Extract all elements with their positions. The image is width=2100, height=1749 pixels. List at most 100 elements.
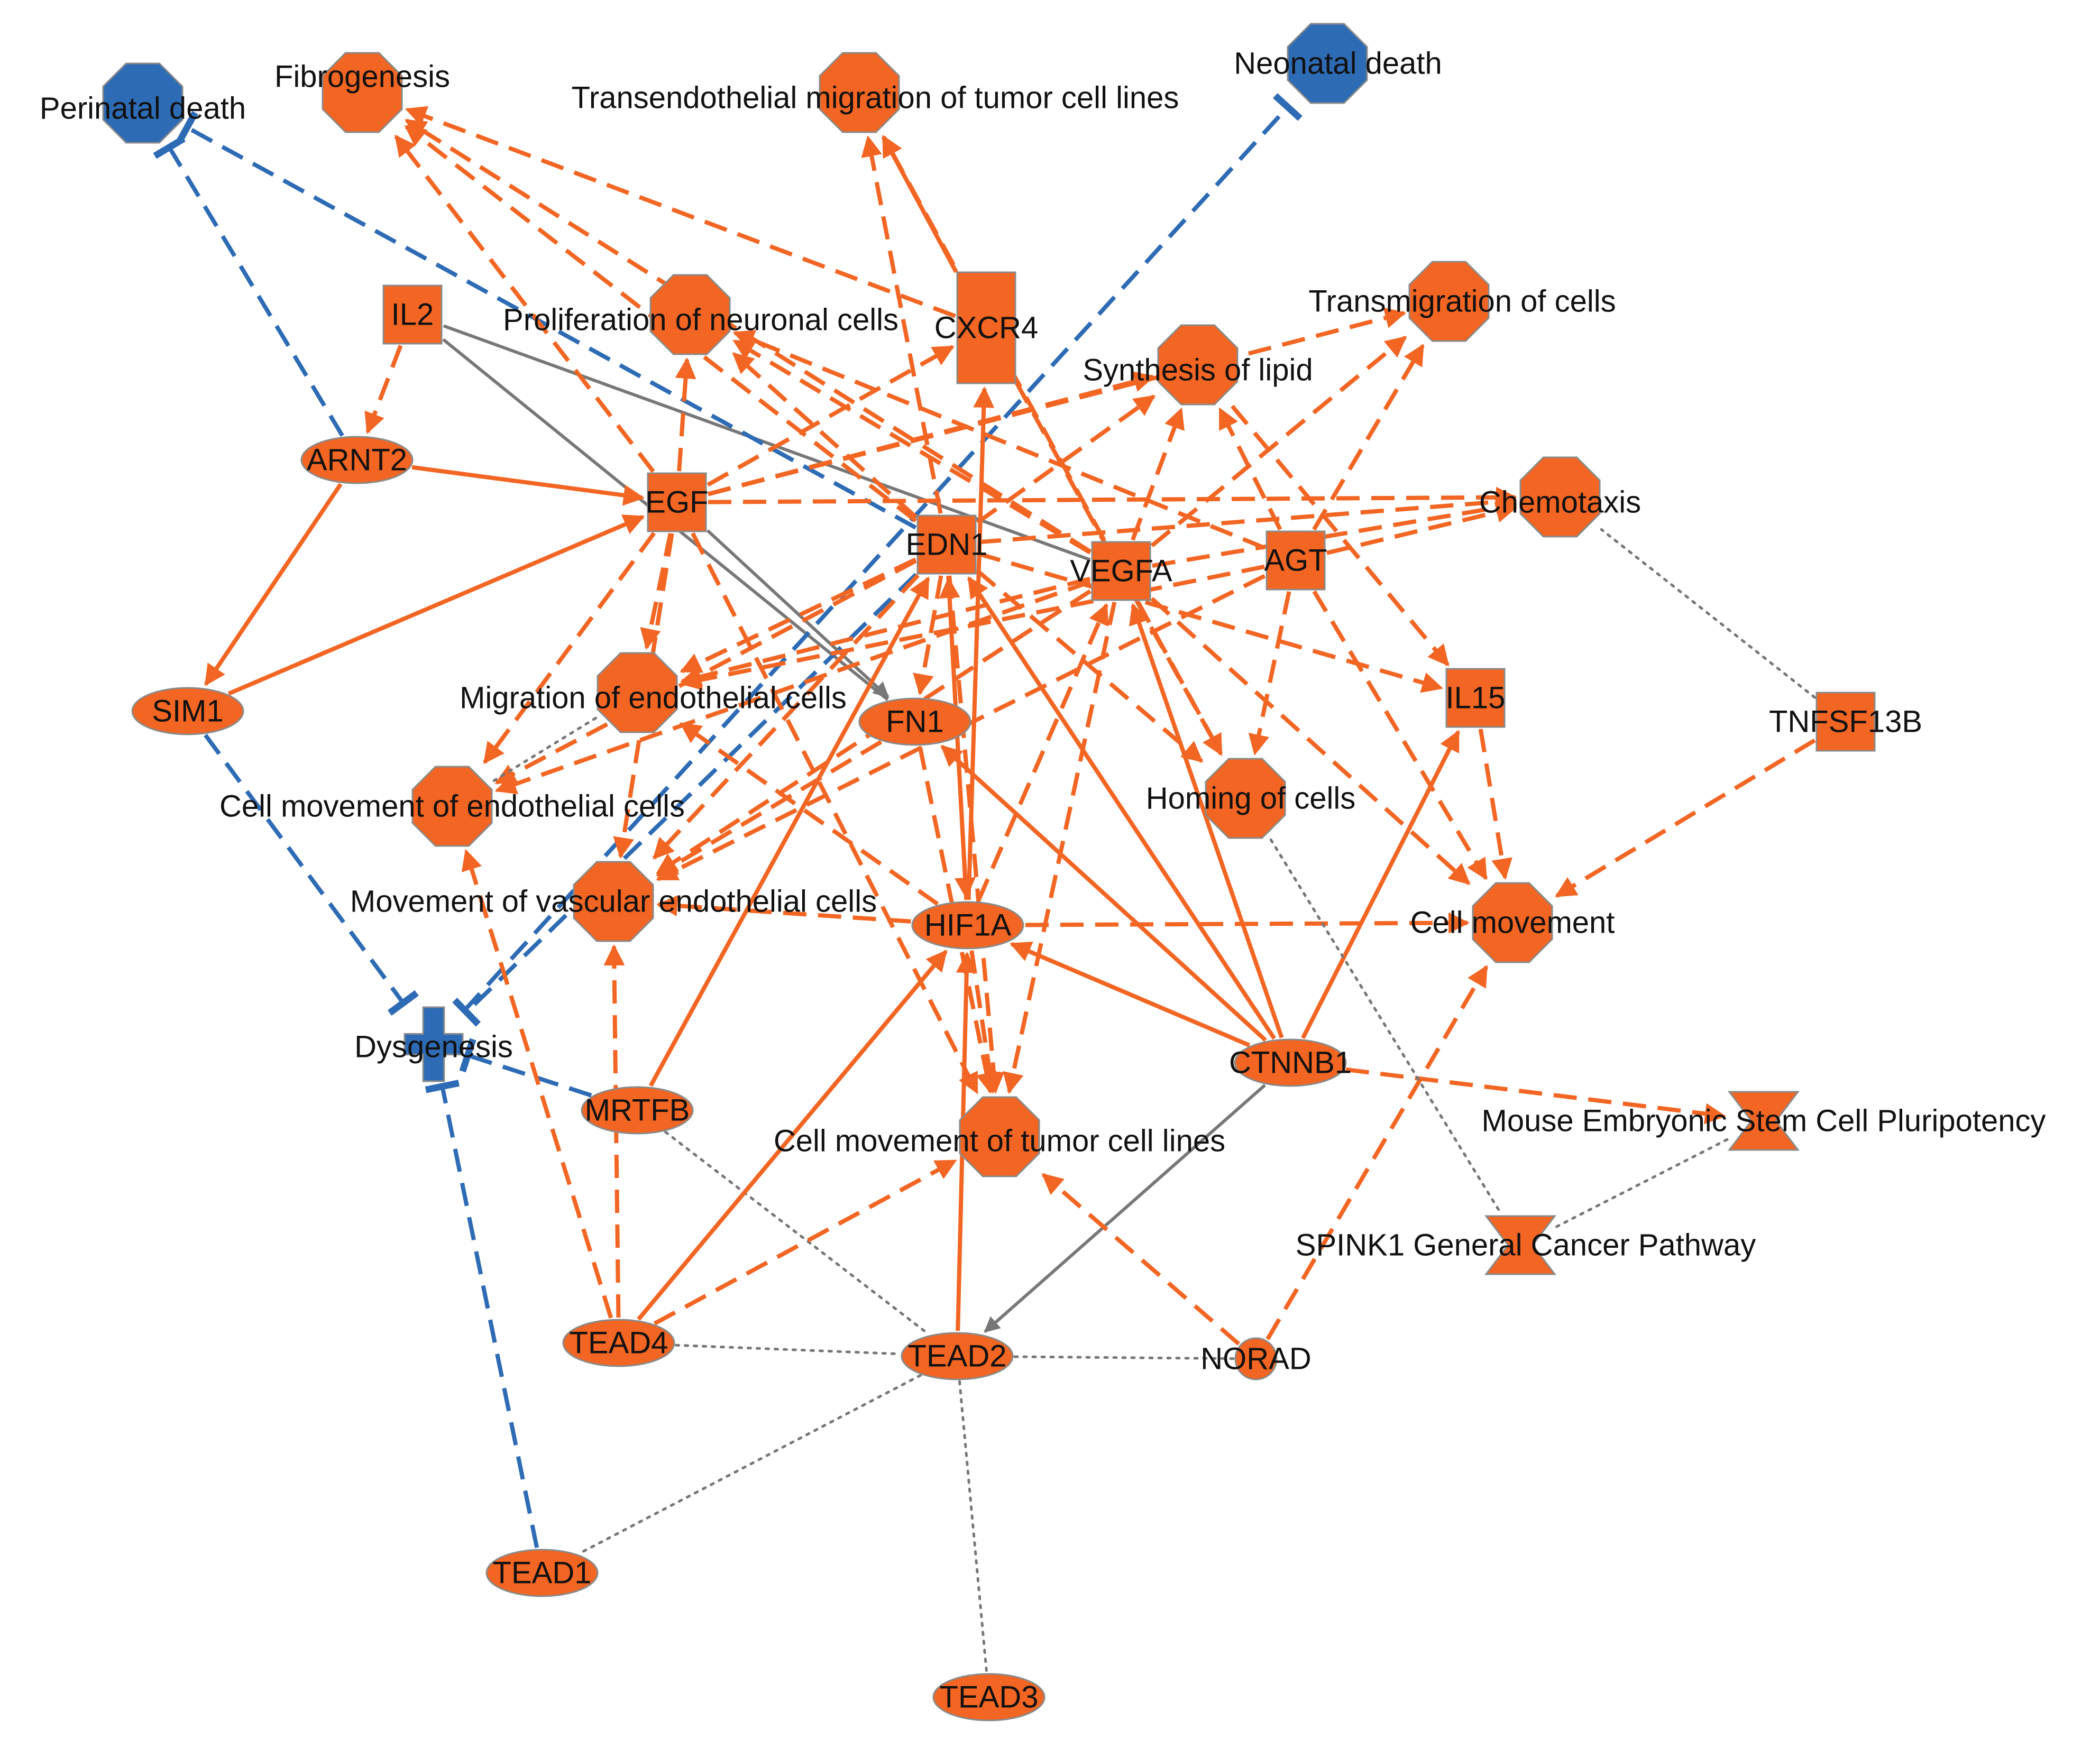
node-synth[interactable]: Synthesis of lipid	[1083, 324, 1313, 406]
node-shape-ellipse	[932, 1673, 1046, 1722]
edge-edn1-to-migendo	[680, 557, 917, 674]
node-dysgen[interactable]: Dysgenesis	[354, 1006, 513, 1082]
node-shape-cross	[404, 1006, 464, 1082]
node-cellmovtumor[interactable]: Cell movement of tumor cell lines	[774, 1096, 1225, 1177]
node-label-vegfa: VEGFA	[1070, 554, 1172, 588]
node-shape-square	[916, 514, 977, 575]
edge-cxcr4-to-fibro	[405, 106, 956, 318]
node-shape-octagon	[1408, 261, 1490, 342]
edge-ctnnb1-to-fn1	[940, 744, 1267, 1042]
node-shape-octagon	[411, 766, 493, 847]
node-shape-octagon	[819, 52, 900, 133]
edge-egf-to-chemo	[708, 486, 1518, 508]
node-vegfa[interactable]: VEGFA	[1070, 541, 1172, 601]
edge-edn1-to-transendo	[861, 135, 943, 514]
node-label-norad: NORAD	[1200, 1342, 1311, 1376]
edge-vegfa-to-transmig	[1150, 335, 1407, 548]
edge-sim1-to-dysgen	[204, 733, 419, 1016]
edge-cxcr4-to-transendo	[881, 135, 958, 273]
edge-vegfa-to-chemo	[1152, 497, 1518, 568]
edge-edn1-to-homing	[976, 569, 1204, 763]
node-label-prolif: Proliferation of neuronal cells	[503, 303, 898, 337]
node-label-il15: IL15	[1446, 681, 1506, 715]
node-label-edn1: EDN1	[906, 528, 988, 562]
node-cxcr4[interactable]: CXCR4	[934, 271, 1039, 384]
edge-hif1a-to-migendo	[679, 722, 939, 906]
node-tead1[interactable]: TEAD1	[485, 1549, 599, 1597]
node-shape-octagon	[1519, 456, 1601, 538]
node-label-cellmov: Cell movement	[1410, 906, 1615, 940]
node-shape-ellipse	[581, 1086, 694, 1135]
node-label-tead2: TEAD2	[908, 1339, 1007, 1374]
node-chemo[interactable]: Chemotaxis	[1479, 456, 1641, 538]
node-il2[interactable]: IL2	[382, 284, 443, 345]
node-mesc[interactable]: Mouse Embryonic Stem Cell Pluripotency	[1482, 1091, 2046, 1151]
edge-egf-to-movvasc	[613, 533, 674, 859]
node-perinatal[interactable]: Perinatal death	[40, 62, 246, 144]
edge-hif1a-to-cellmovtumor	[969, 950, 1001, 1094]
edge-fn1-to-movvasc	[656, 740, 883, 877]
node-agt[interactable]: AGT	[1264, 530, 1327, 591]
edge-ctnnb1-to-hif1a	[1010, 942, 1251, 1047]
node-migendo[interactable]: Migration of endothelial cells	[460, 652, 847, 733]
node-transendo[interactable]: Transendothelial migration of tumor cell…	[572, 52, 1179, 133]
node-ctnnb1[interactable]: CTNNB1	[1229, 1038, 1352, 1087]
edge-egf-to-transmig	[707, 307, 1407, 496]
node-il15[interactable]: IL15	[1445, 668, 1506, 728]
edge-spink1-to-mesc	[1555, 1138, 1729, 1228]
edge-egf-to-cxcr4	[707, 345, 955, 487]
node-label-ctnnb1: CTNNB1	[1229, 1046, 1352, 1080]
node-shape-ellipse	[131, 687, 244, 735]
node-tead3[interactable]: TEAD3	[932, 1673, 1046, 1722]
node-arnt2[interactable]: ARNT2	[300, 436, 414, 484]
node-label-neonatal: Neonatal death	[1234, 47, 1442, 81]
edge-mrtfb-to-edn1	[648, 576, 930, 1087]
edge-tnfsf-to-cellmov	[1555, 738, 1816, 898]
edge-edn1-to-fn1	[913, 575, 943, 696]
node-mrtfb[interactable]: MRTFB	[581, 1086, 694, 1135]
node-label-tead3: TEAD3	[940, 1680, 1039, 1715]
node-shape-square	[1445, 668, 1506, 728]
node-shape-hourglass	[1484, 1215, 1557, 1275]
edge-hif1a-to-edn1	[939, 576, 969, 900]
node-prolif[interactable]: Proliferation of neuronal cells	[503, 274, 898, 355]
edge-edn1-to-chemo	[977, 491, 1518, 545]
edge-egf-to-fn1	[706, 529, 889, 698]
edge-arnt2-to-sim1	[204, 483, 343, 686]
node-shape-octagon	[1287, 23, 1368, 104]
node-hif1a[interactable]: HIF1A	[911, 901, 1024, 950]
node-cellmovendo[interactable]: Cell movement of endothelial cells	[219, 766, 685, 847]
node-label-migendo: Migration of endothelial cells	[460, 681, 847, 715]
edge-mrtfb-to-tead2	[664, 1130, 931, 1336]
edge-agt-to-transmig	[1312, 344, 1425, 531]
node-tnfsf[interactable]: TNFSF13B	[1769, 692, 1922, 752]
node-egf[interactable]: EGF	[645, 472, 709, 532]
node-label-sim1: SIM1	[152, 694, 223, 729]
node-spink1[interactable]: SPINK1 General Cancer Pathway	[1296, 1215, 1756, 1275]
node-tead2[interactable]: TEAD2	[901, 1332, 1014, 1380]
node-tead4[interactable]: TEAD4	[562, 1319, 675, 1367]
edge-edn1-to-il15	[977, 551, 1444, 693]
node-fn1[interactable]: FN1	[858, 697, 971, 746]
node-label-dysgen: Dysgenesis	[354, 1030, 513, 1064]
node-shape-ellipse	[485, 1549, 599, 1597]
node-shape-ellipse	[911, 901, 1024, 950]
edge-ctnnb1-to-il15	[1301, 730, 1461, 1039]
edge-agt-to-movvasc	[656, 574, 1266, 881]
node-norad[interactable]: NORAD	[1200, 1337, 1312, 1380]
node-fibro[interactable]: Fibrogenesis	[274, 52, 450, 133]
node-label-perinatal: Perinatal death	[40, 91, 246, 126]
node-cellmov[interactable]: Cell movement	[1410, 882, 1615, 963]
node-label-agt: AGT	[1264, 544, 1327, 578]
node-neonatal[interactable]: Neonatal death	[1234, 23, 1442, 104]
edge-ctnnb1-to-tead2	[984, 1084, 1266, 1333]
node-sim1[interactable]: SIM1	[131, 687, 244, 735]
node-transmig[interactable]: Transmigration of cells	[1308, 261, 1616, 342]
edge-agt-to-chemo	[1326, 502, 1518, 555]
node-label-cellmovendo: Cell movement of endothelial cells	[219, 789, 685, 824]
node-edn1[interactable]: EDN1	[906, 514, 988, 575]
node-shape-rect-tall	[956, 271, 1016, 384]
node-label-fibro: Fibrogenesis	[274, 60, 450, 94]
node-movvasc[interactable]: Movement of vascular endothelial cells	[350, 861, 877, 942]
node-homing[interactable]: Homing of cells	[1146, 758, 1355, 839]
